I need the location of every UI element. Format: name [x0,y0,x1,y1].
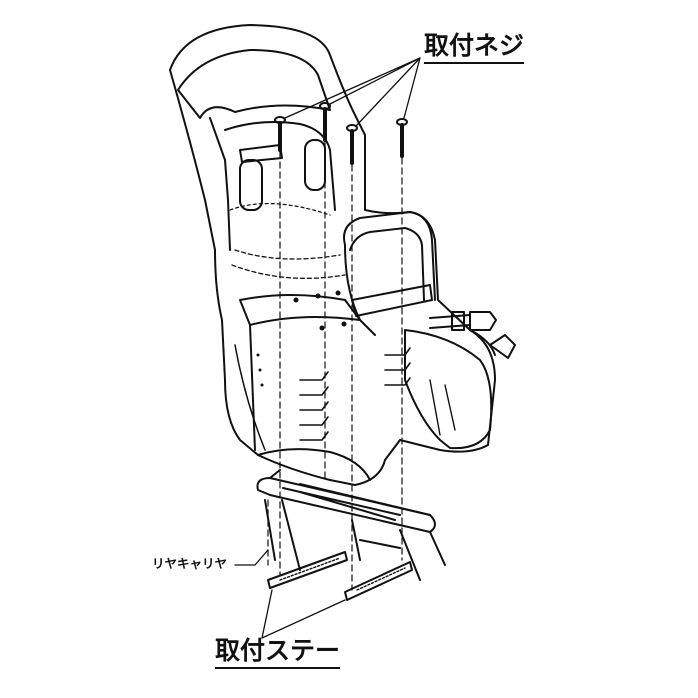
safety-bar [343,211,436,336]
screw-1 [274,116,286,152]
mounting-stays [267,551,413,601]
screw-leader-lines [284,57,421,127]
mounting-screws-label: 取付ネジ [424,31,525,64]
rear-carrier [256,469,446,581]
screw-2 [319,102,331,142]
mounting-stays-label: 取付ステー [215,636,341,669]
foot-rest [404,329,493,450]
screw-4 [396,118,408,158]
alignment-lines [267,141,403,591]
rear-carrier-label: リヤキャリヤ [152,556,228,571]
seat-shell [169,24,496,486]
seat-belt-buckle [429,311,516,359]
stay-leader-lines [234,549,346,639]
mounting-screws [274,102,408,165]
screw-3 [346,124,358,165]
